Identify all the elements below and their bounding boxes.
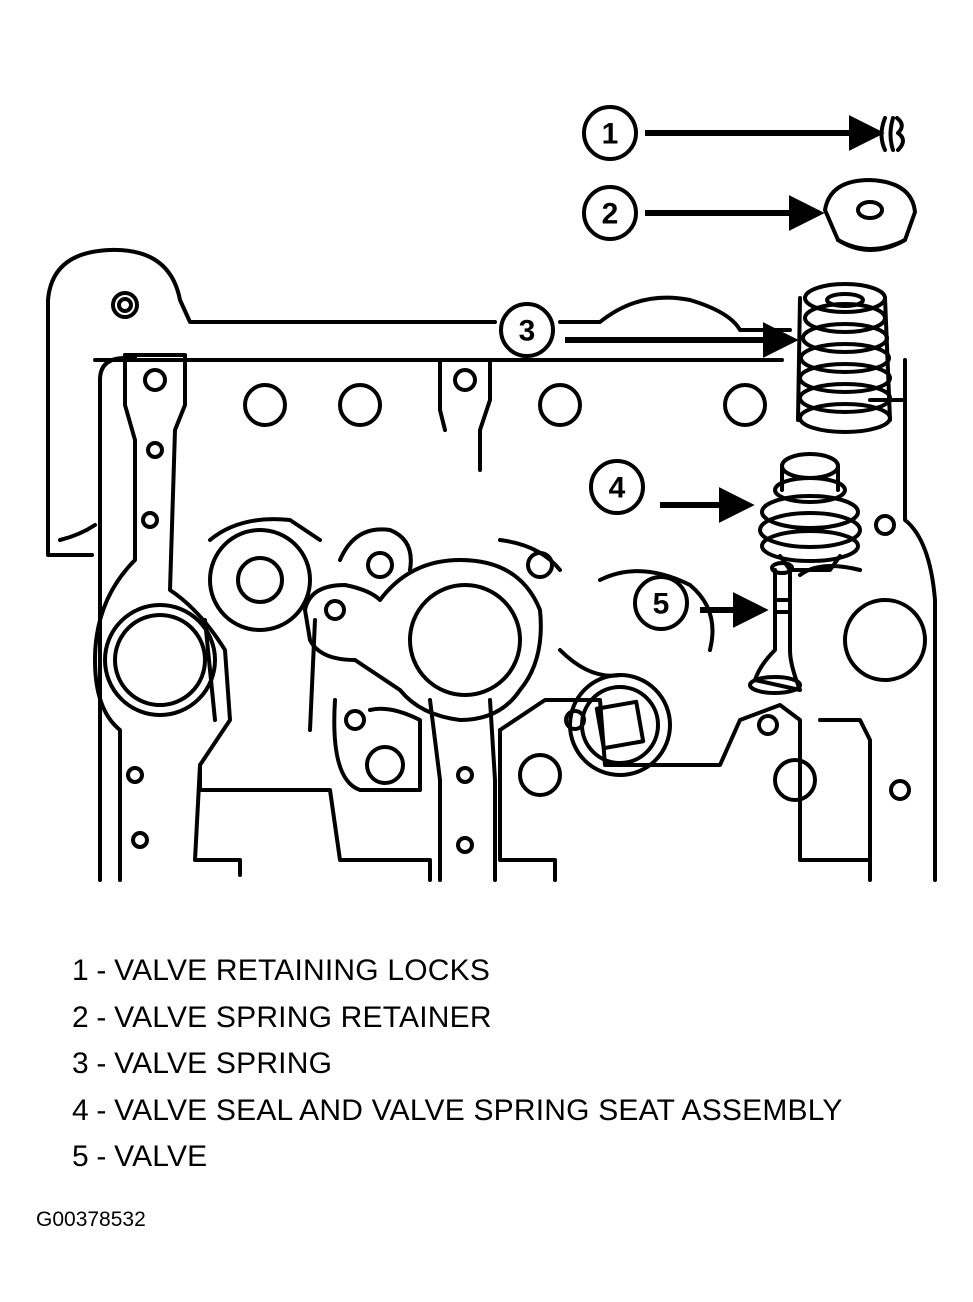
spark-plug-tube-right: [843, 598, 927, 682]
legend-item: 5-VALVE: [72, 1140, 208, 1173]
ladder-rail-left: [123, 353, 242, 877]
valve: [748, 561, 802, 695]
legend-item: 4-VALVE SEAL AND VALVE SPRING SEAT ASSEM…: [72, 1093, 843, 1127]
spark-plug-tube-left: [103, 603, 217, 717]
camshaft-journal: [208, 528, 312, 632]
callout-3-circle: [499, 302, 555, 358]
parts-legend: 1-VALVE RETAINING LOCKS 2-VALVE SPRING R…: [72, 948, 843, 1181]
callout-1-circle: [582, 105, 638, 161]
head-casting-outline: [46, 247, 792, 502]
callout-1-number: 1: [602, 118, 619, 151]
figure-id: G00378532: [36, 1208, 146, 1231]
callout-3-number: 3: [519, 315, 536, 348]
callout-2-number: 2: [602, 198, 619, 231]
callout-4-number: 4: [609, 472, 626, 505]
valve-seal-spring-seat-assembly: [758, 452, 862, 572]
valve-retaining-locks: [879, 116, 905, 152]
ladder-rail-right: [498, 698, 872, 882]
callout-5-number: 5: [653, 588, 670, 621]
rocker-arm: [303, 558, 543, 722]
ladder-rail-center: [438, 358, 492, 472]
valve-spring-retainer: [823, 178, 917, 252]
callout-5-circle: [633, 575, 689, 631]
valve-spring: [796, 282, 892, 434]
callout-4-circle: [589, 459, 645, 515]
legend-item: 1-VALVE RETAINING LOCKS: [72, 954, 491, 987]
legend-item: 3-VALVE SPRING: [72, 1047, 333, 1080]
legend-item: 2-VALVE SPRING RETAINER: [72, 1000, 492, 1034]
bolt-hole: [143, 368, 167, 392]
cylinder-head-illustration: 1 2 3 4 5: [46, 105, 937, 882]
callout-2-circle: [582, 185, 638, 241]
